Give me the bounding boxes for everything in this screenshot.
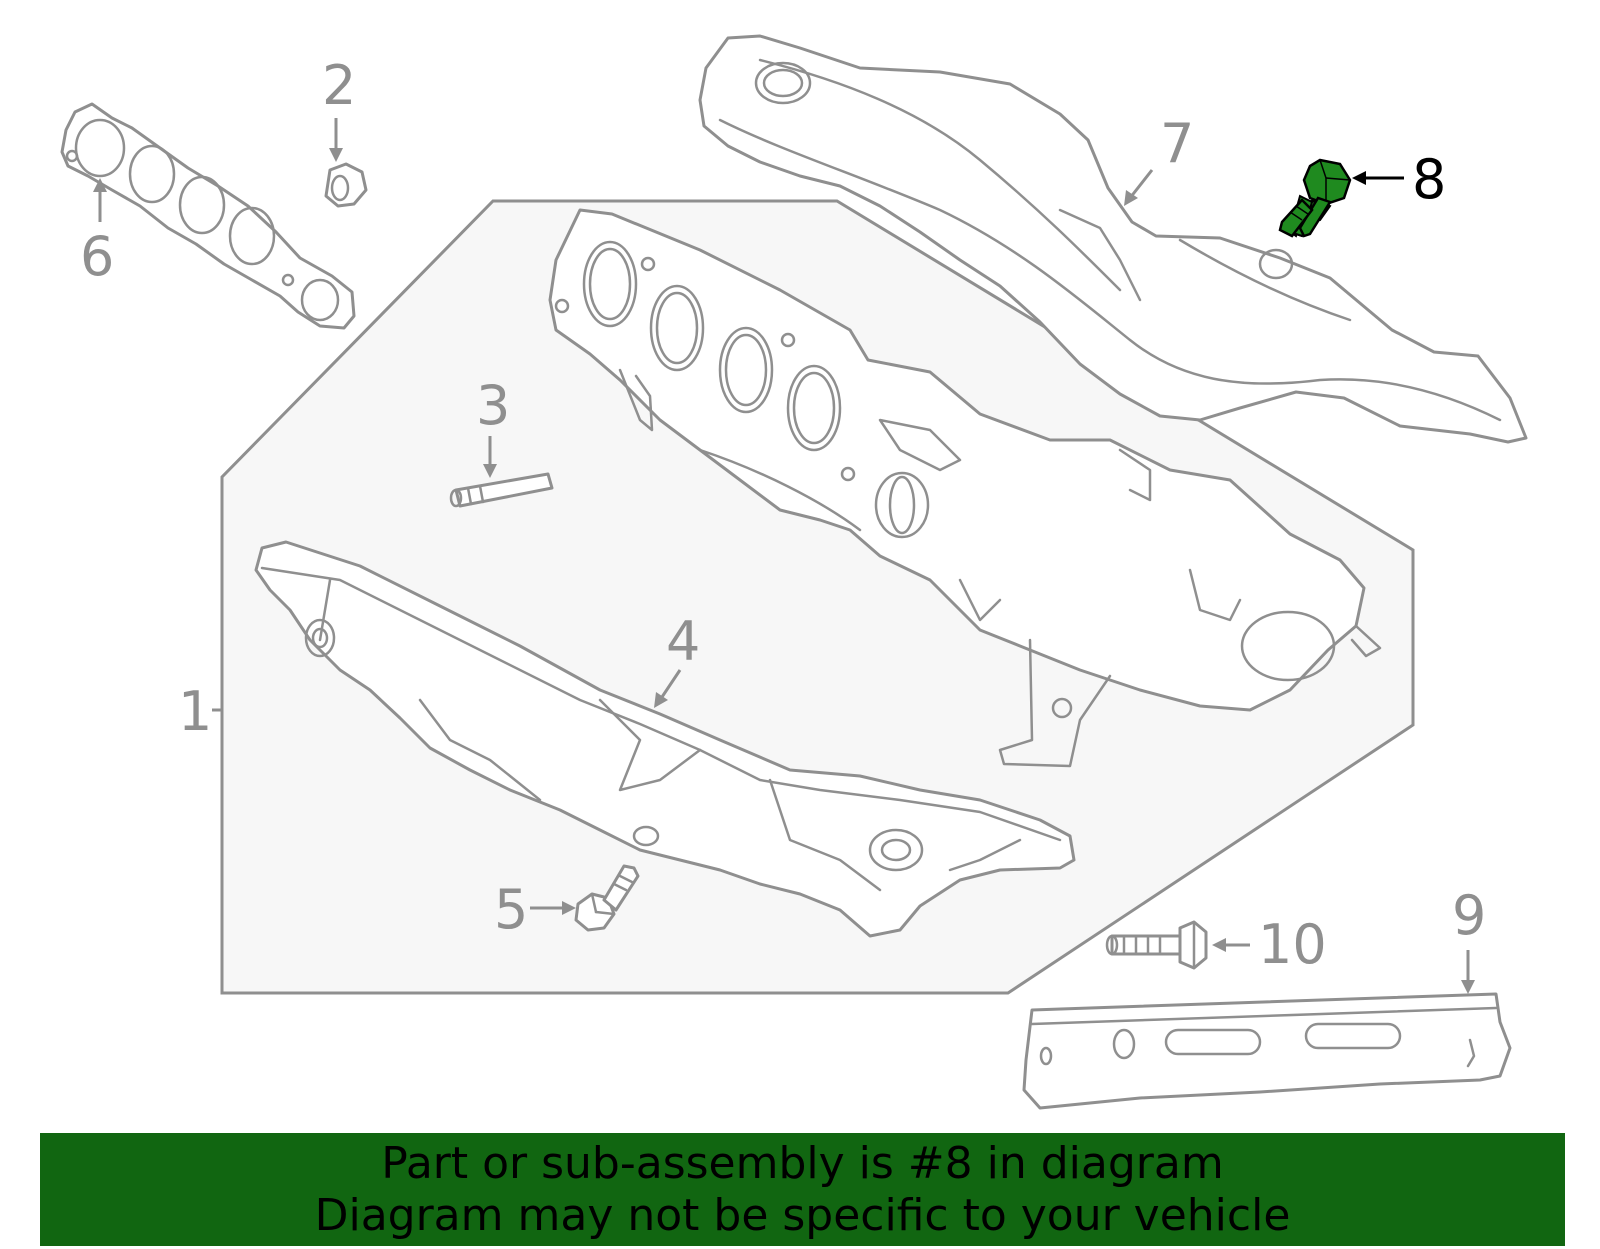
info-banner: Part or sub-assembly is #8 in diagram Di… [40, 1133, 1565, 1246]
part-2-nut[interactable] [324, 162, 368, 208]
callout-5: 5 [494, 878, 528, 941]
callout-7: 7 [1160, 112, 1194, 175]
part-9-bracket[interactable] [1022, 992, 1512, 1110]
callout-1: 1 [178, 680, 212, 743]
part-6-gasket[interactable] [60, 102, 356, 330]
callout-2: 2 [322, 54, 356, 117]
callout-3: 3 [476, 374, 510, 437]
banner-line-1: Part or sub-assembly is #8 in diagram [381, 1137, 1224, 1189]
banner-line-2: Diagram may not be specific to your vehi… [314, 1189, 1291, 1241]
callout-4: 4 [666, 610, 700, 673]
callout-8: 8 [1412, 148, 1446, 211]
callout-6: 6 [80, 225, 114, 288]
part-10-bolt[interactable] [1105, 920, 1208, 970]
part-4-lower-heat-shield[interactable] [254, 540, 1076, 938]
part-8-bolt[interactable] [1278, 158, 1352, 238]
part-5-bolt[interactable] [574, 864, 640, 932]
part-3-stud[interactable] [449, 472, 554, 508]
callout-9: 9 [1452, 884, 1486, 947]
part-1-exhaust-manifold[interactable] [548, 208, 1382, 768]
callout-10: 10 [1258, 913, 1327, 976]
part-7-upper-heat-shield[interactable] [698, 34, 1528, 444]
